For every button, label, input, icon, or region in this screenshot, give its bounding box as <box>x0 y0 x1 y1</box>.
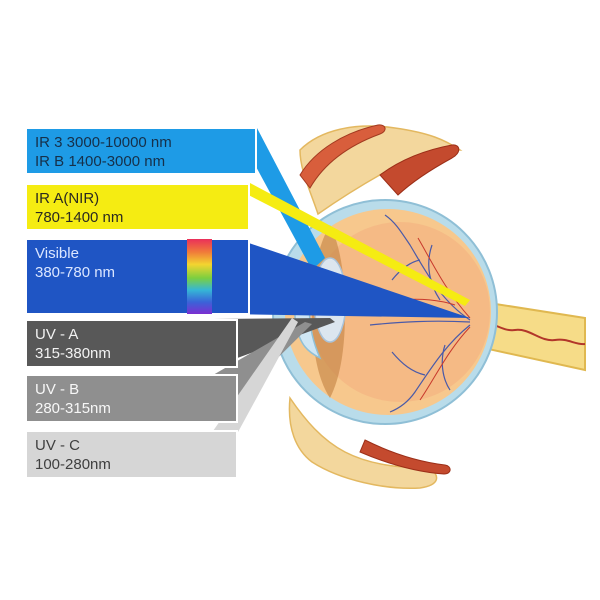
uvb-line2: 280-315nm <box>35 400 111 417</box>
uvc-line2: 100-280nm <box>35 456 111 473</box>
upper-muscle <box>379 144 460 196</box>
uvc-label: UV - C 100-280nm <box>25 430 238 479</box>
visible-beam <box>225 240 470 318</box>
upper-eyelid-muscle <box>299 124 386 189</box>
ira-line2: 780-1400 nm <box>35 209 124 226</box>
ir3-line2: IR B 1400-3000 nm <box>35 153 166 170</box>
retinal-vessels <box>369 214 471 413</box>
ira-line1: IR A(NIR) <box>35 190 100 207</box>
visible-spectrum-swatch <box>187 239 212 314</box>
ir3-label: IR 3 3000-10000 nm IR B 1400-3000 nm <box>25 127 257 175</box>
visible-line1: Visible <box>35 245 79 262</box>
visible-label: Visible 380-780 nm <box>25 238 250 315</box>
uva-line2: 315-380nm <box>35 345 111 362</box>
uvb-line1: UV - B <box>35 381 80 398</box>
ira-beam <box>225 183 470 306</box>
ir3-line1: IR 3 3000-10000 nm <box>35 134 172 151</box>
lower-orbit-bone <box>288 395 438 490</box>
lower-muscle <box>359 439 451 475</box>
uva-label: UV - A 315-380nm <box>25 319 238 368</box>
uvb-label: UV - B 280-315nm <box>25 374 238 423</box>
ira-label: IR A(NIR) 780-1400 nm <box>25 183 250 231</box>
uvc-line1: UV - C <box>35 437 80 454</box>
uva-line1: UV - A <box>35 326 79 343</box>
visible-line2: 380-780 nm <box>35 264 116 281</box>
